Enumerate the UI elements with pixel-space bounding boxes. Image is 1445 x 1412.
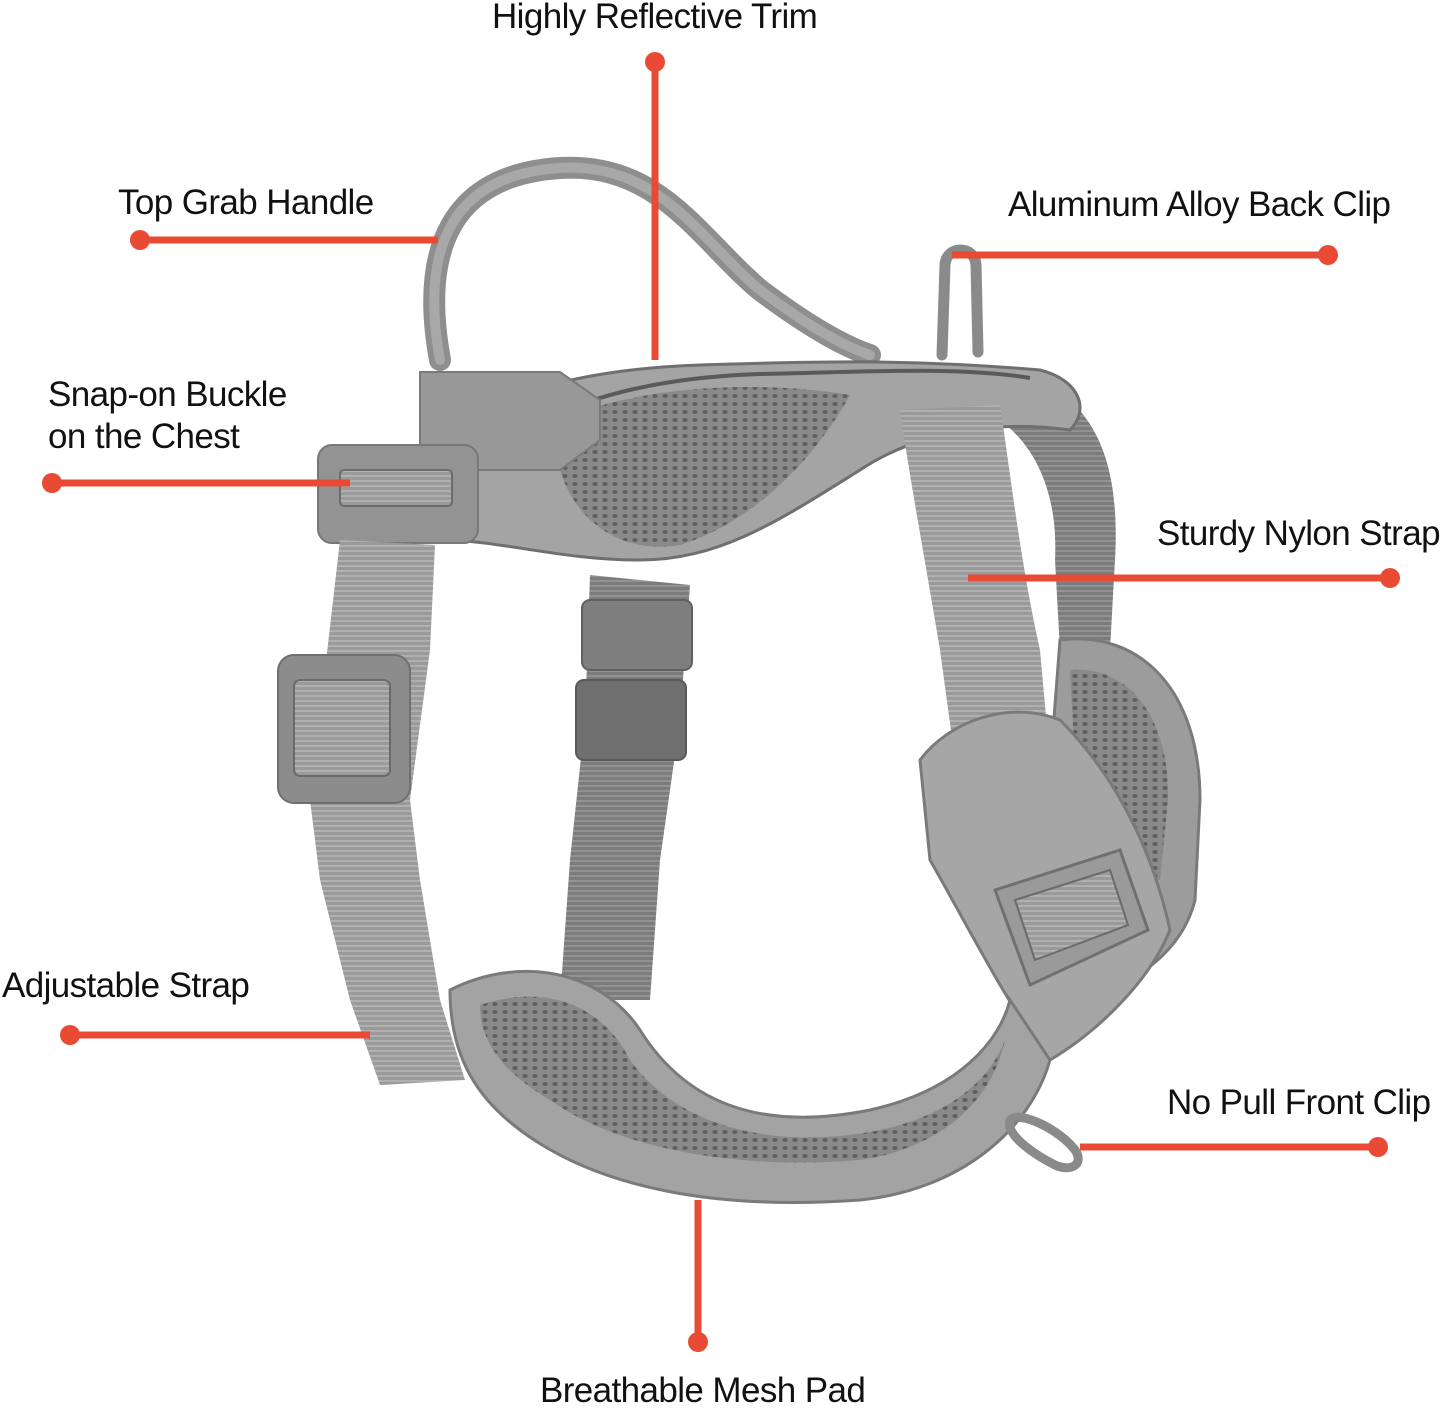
callout-breathable-mesh-pad — [688, 1200, 708, 1352]
label-breathable-mesh-pad: Breathable Mesh Pad — [540, 1371, 866, 1410]
front-d-ring — [1005, 1112, 1083, 1173]
right-slider-buckle — [993, 848, 1150, 988]
label-top-grab-handle: Top Grab Handle — [118, 183, 374, 222]
callout-dot-icon — [1380, 568, 1400, 588]
label-no-pull-front-clip: No Pull Front Clip — [1167, 1083, 1431, 1122]
callout-dot-icon — [1368, 1137, 1388, 1157]
back-d-ring — [936, 244, 984, 361]
snap-buckle — [317, 371, 601, 544]
callout-no-pull-front-clip — [1080, 1137, 1388, 1157]
label-sturdy-nylon-strap: Sturdy Nylon Strap — [1157, 514, 1441, 553]
left-slider-buckle — [277, 654, 411, 804]
callout-aluminum-alloy-back-clip — [952, 245, 1338, 265]
callout-dot-icon — [1318, 245, 1338, 265]
callout-adjustable-strap — [60, 1025, 370, 1045]
label-highly-reflective-trim: Highly Reflective Trim — [492, 0, 818, 36]
callout-dot-icon — [645, 52, 665, 72]
callout-dot-icon — [42, 473, 62, 493]
callout-highly-reflective-trim — [645, 52, 665, 360]
center-buckle — [575, 599, 693, 761]
callout-dot-icon — [688, 1332, 708, 1352]
callout-dot-icon — [130, 230, 150, 250]
label-snap-on-buckle: Snap-on Buckle on the Chest — [48, 375, 287, 456]
callout-dot-icon — [60, 1025, 80, 1045]
far-strap — [1000, 380, 1116, 650]
callout-snap-on-buckle — [42, 473, 350, 493]
callout-sturdy-nylon-strap — [968, 568, 1400, 588]
callout-top-grab-handle — [130, 230, 438, 250]
label-adjustable-strap: Adjustable Strap — [2, 966, 250, 1005]
label-aluminum-alloy-back-clip: Aluminum Alloy Back Clip — [1008, 185, 1391, 224]
